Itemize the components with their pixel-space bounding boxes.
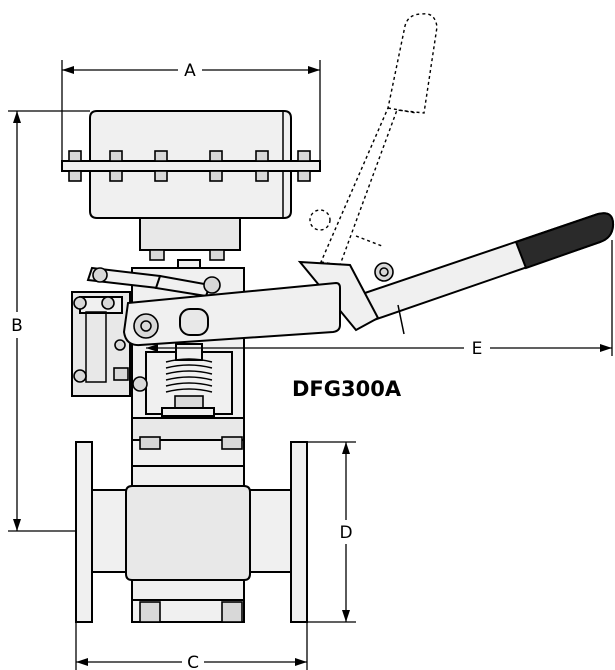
model-label: DFG300A bbox=[292, 377, 402, 401]
left-flange bbox=[75, 441, 93, 623]
operating-handle bbox=[297, 212, 615, 335]
valve-body bbox=[91, 417, 292, 623]
dimension-e: E bbox=[146, 240, 613, 359]
lever-arm bbox=[122, 281, 341, 347]
actuator-bolts bbox=[68, 150, 311, 182]
dimension-d: D bbox=[307, 441, 356, 623]
bonnet bbox=[139, 217, 241, 271]
dimension-a: A bbox=[61, 60, 321, 160]
limit-switch-box bbox=[71, 291, 131, 397]
dimension-e-label: E bbox=[472, 339, 483, 359]
right-flange bbox=[290, 441, 308, 623]
dimension-d-label: D bbox=[339, 523, 352, 543]
handle-alternate-position bbox=[309, 13, 438, 266]
dimension-b: B bbox=[8, 110, 90, 532]
dimension-a-label: A bbox=[184, 61, 196, 81]
actuator-housing bbox=[61, 110, 321, 219]
dimension-c-label: C bbox=[187, 653, 199, 670]
dimension-c: C bbox=[75, 622, 308, 670]
dimension-b-label: B bbox=[11, 316, 23, 336]
